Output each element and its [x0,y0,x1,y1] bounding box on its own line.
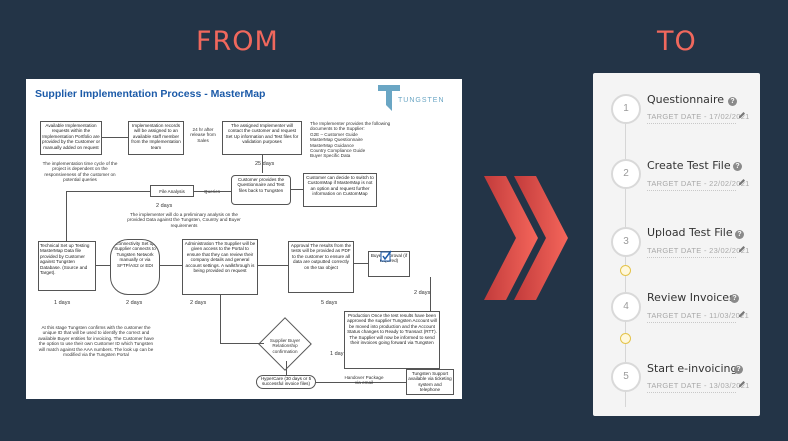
target-date: TARGET DATE - 22/02/2021 [647,179,750,188]
days-label: 1 days [54,300,71,306]
steps-panel: 1 Questionnaire ? TARGET DATE - 17/02/20… [593,73,760,416]
days-label: 2 days [190,300,207,306]
step-number: 3 [611,227,641,257]
document-title: Supplier Implementation Process - Master… [35,88,266,100]
target-date: TARGET DATE - 23/02/2021 [647,246,750,255]
checkbox-icon [380,249,392,267]
edit-icon[interactable] [738,380,746,388]
relationship-label: Supplier Buyer Relationship confirmation [269,338,301,354]
chevron-right-icon [480,176,576,300]
help-icon[interactable]: ? [730,294,739,303]
stage-note: At this stage Tungsten confirms with the… [38,325,154,358]
administration-box: Administration The Supplier will be give… [182,239,258,295]
help-icon[interactable]: ? [733,162,742,171]
days-label: 2 days [126,300,143,306]
target-date: TARGET DATE - 11/03/2021 [647,311,750,320]
support-box: Tungsten Support available via ticketing… [406,369,454,395]
step-number: 2 [611,159,641,189]
help-icon[interactable]: ? [735,230,744,239]
file-analysis-box: File Analysis [150,185,194,197]
status-dot-icon [620,333,631,344]
lifecycle-note: The implementation time cycle of the pro… [42,161,118,183]
step-title[interactable]: Questionnaire [647,93,725,106]
connectivity-box: Connectivity Set up Supplier connects to… [110,239,160,295]
prelim-note: The implementer will do a preliminary an… [127,212,241,228]
step-number: 1 [611,94,641,124]
hypercare-box: HyperCare (30 days or 5 successful invoi… [256,375,316,389]
request-box: Available Implementation requests within… [40,121,102,155]
target-date: TARGET DATE - 13/03/2021 [647,381,750,390]
target-date: TARGET DATE - 17/02/2021 [647,112,750,121]
tungsten-logo: TUNGSTEN [378,85,448,115]
days-label: 1 day [330,351,344,357]
handover-label: Handover Package via email [344,375,384,386]
edit-icon[interactable] [738,310,746,318]
edit-icon[interactable] [738,111,746,119]
days-label: 2 days [414,290,431,296]
production-box: Production Once the test results have be… [344,311,440,369]
from-heading: FROM [196,26,279,57]
help-icon[interactable]: ? [728,97,737,106]
assignment-box: Implementation records will be assigned … [128,121,184,155]
days-label: 2 days [156,203,173,209]
status-dot-icon [620,265,631,276]
edit-icon[interactable] [738,178,746,186]
to-heading: TO [657,26,697,57]
process-document: Supplier Implementation Process - Master… [26,79,462,399]
documents-note: The Implementer provides the following d… [310,121,391,159]
approval-box: Approval The results from the tests will… [288,241,354,293]
technical-setup-box: Technical Set up Testing MasterMap Data … [38,241,96,291]
custommap-box: Customer can decide to switch to CustomM… [303,173,377,207]
step-title[interactable]: Upload Test File [647,226,733,239]
step-number: 4 [611,292,641,322]
questionnaire-box: Customer provides the Questionnaire and … [231,175,291,205]
step-title[interactable]: Create Test File [647,159,731,172]
step-title[interactable]: Start e-invoicing [647,362,738,375]
step-title[interactable]: Review Invoices [647,291,735,304]
days-label: 5 days [321,300,338,306]
edit-icon[interactable] [738,245,746,253]
days-label: 25 days [255,161,275,167]
release-note: 24 hr after release from Sales [190,127,216,143]
contact-box: The assigned Implementer will contact th… [222,121,302,155]
help-icon[interactable]: ? [734,365,743,374]
step-number: 5 [611,362,641,392]
